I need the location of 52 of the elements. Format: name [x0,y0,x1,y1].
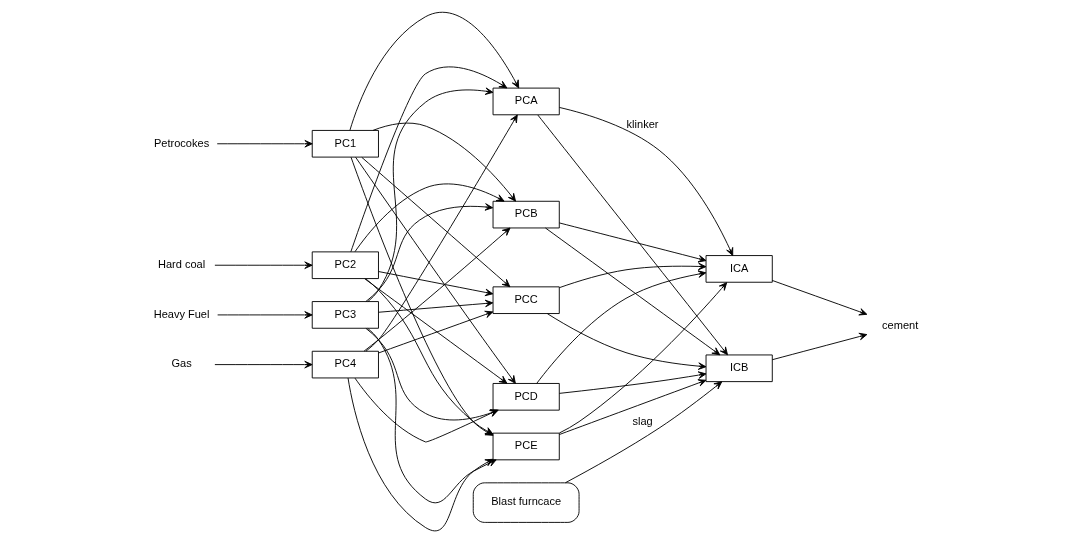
arrow [771,280,868,316]
arrow [565,381,723,484]
node-box: PC1 [311,129,379,158]
node-box: ICB [705,354,773,383]
arrow [354,377,498,443]
arrow [372,122,516,202]
arrow [367,87,494,302]
arrow [378,299,494,313]
node-text: Gas [171,357,192,370]
arrow [558,371,707,394]
node-box: Blast furncace [472,482,580,523]
arrow [558,379,707,435]
arrow [365,114,518,352]
arrow [378,271,494,297]
arrow [771,332,868,361]
arrow [214,360,313,369]
arrow [545,227,721,356]
arrow [559,262,707,289]
arrow [378,310,494,354]
edge-label: klinker [626,117,659,130]
arrow [350,66,508,253]
arrow [546,313,707,370]
arrow [365,327,499,421]
arrow [558,282,728,434]
arrow [354,183,505,253]
arrow [363,227,511,352]
arrow [355,156,516,384]
arrow [558,222,707,263]
arrow [214,261,313,269]
node-box: PCC [492,286,560,314]
arrow [349,11,520,131]
node-text: cement [882,318,919,331]
node-box: ICA [705,255,773,283]
node-text: Heavy Fuel [153,307,210,320]
arrow [361,156,511,288]
node-text: Petrocokes [153,136,210,149]
edge-label: slag [632,414,653,427]
arrow [365,203,494,302]
node-box: PCD [492,383,560,411]
arrow [536,270,707,384]
node-box: PCB [492,200,560,229]
node-box: PCE [492,432,560,461]
arrow [217,311,313,319]
node-box: PCA [492,87,560,116]
node-box: PC3 [311,301,379,329]
arrow [216,140,313,148]
node-box: PC2 [311,251,379,280]
arrow [559,107,734,256]
arrow [537,114,728,356]
node-text: Hard coal [157,258,206,271]
arrow [364,278,508,384]
node-box: PC4 [311,350,379,379]
